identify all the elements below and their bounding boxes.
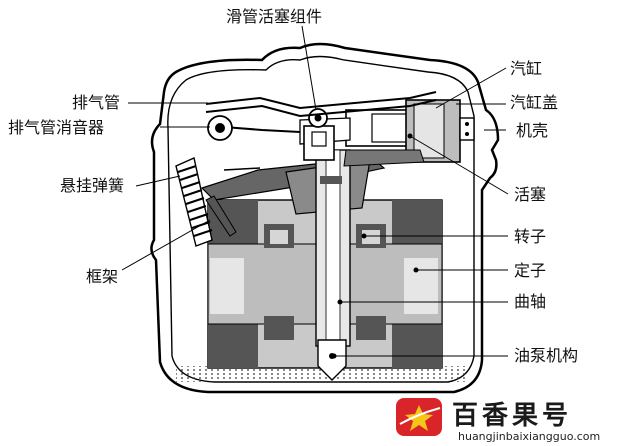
label-slider-tube-piston: 滑管活塞组件 (226, 7, 322, 26)
label-oil-pump: 油泵机构 (514, 346, 578, 365)
label-rotor: 转子 (514, 227, 546, 246)
watermark: 百香果号 huangjinbaixiangguo.com (396, 398, 600, 443)
label-cylinder: 汽缸 (510, 59, 542, 78)
watermark-brand: 百香果号 (452, 401, 572, 431)
exhaust-pipe (205, 91, 437, 141)
label-suspension-spring: 悬挂弹簧 (60, 176, 124, 195)
label-crankshaft: 曲轴 (514, 292, 546, 311)
leader-lines (121, 25, 509, 357)
label-exhaust-muffler: 排气管消音器 (8, 118, 104, 137)
label-stator: 定子 (514, 261, 546, 280)
star-icon (405, 405, 433, 431)
label-exhaust-pipe: 排气管 (72, 93, 120, 112)
crankshaft (315, 149, 351, 347)
label-piston: 活塞 (514, 185, 546, 204)
oil-bath (176, 366, 466, 382)
label-frame: 框架 (86, 267, 118, 286)
label-housing: 机壳 (516, 121, 548, 140)
watermark-url: huangjinbaixiangguo.com (458, 430, 600, 443)
leader-dots (331, 133, 419, 359)
oil-pump (317, 339, 347, 381)
label-cylinder-cover: 汽缸盖 (510, 93, 558, 112)
cylinder-assembly (299, 99, 475, 167)
